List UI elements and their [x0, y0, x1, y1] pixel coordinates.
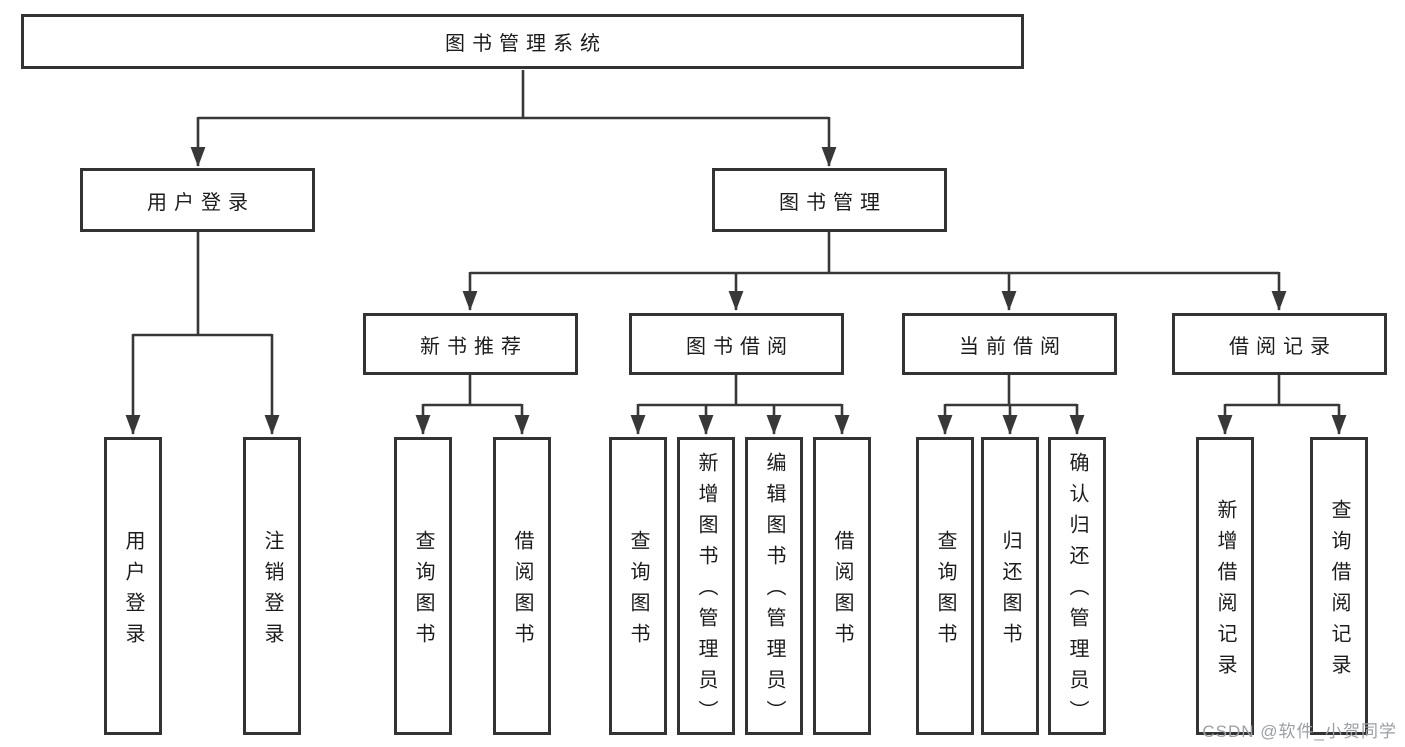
leaf-query-books-current: 查询图书	[916, 437, 974, 735]
node-book-borrow: 图书借阅	[629, 313, 844, 375]
node-root: 图书管理系统	[21, 14, 1024, 69]
leaf-label: 确认归还（管理员）	[1066, 452, 1088, 731]
leaf-user-login: 用户登录	[104, 437, 162, 735]
node-label: 借阅记录	[1229, 335, 1337, 358]
leaf-label: 用户登录	[122, 529, 144, 654]
node-new-book-recommend: 新书推荐	[363, 313, 578, 375]
leaf-label: 查询图书	[934, 529, 956, 654]
leaf-borrow-books-recommend: 借阅图书	[493, 437, 551, 735]
node-label: 图书管理系统	[445, 33, 607, 55]
node-label: 图书管理	[779, 191, 887, 214]
leaf-label: 查询借阅记录	[1328, 498, 1350, 685]
leaf-label: 注销登录	[261, 529, 283, 654]
csdn-watermark: CSDN @软件_小贺同学	[1202, 722, 1397, 741]
leaf-add-book-admin: 新增图书（管理员）	[677, 437, 735, 735]
leaf-label: 查询图书	[627, 529, 649, 654]
leaf-label: 新增图书（管理员）	[695, 452, 717, 731]
node-label: 用户登录	[147, 191, 255, 214]
leaf-label: 编辑图书（管理员）	[763, 452, 785, 731]
node-label: 图书借阅	[686, 335, 794, 358]
leaf-query-books-borrow: 查询图书	[609, 437, 667, 735]
leaf-edit-book-admin: 编辑图书（管理员）	[745, 437, 803, 735]
leaf-add-borrow-record: 新增借阅记录	[1196, 437, 1254, 735]
leaf-label: 归还图书	[999, 529, 1021, 654]
leaf-logout: 注销登录	[243, 437, 301, 735]
node-label: 当前借阅	[959, 335, 1067, 358]
node-borrow-records: 借阅记录	[1172, 313, 1387, 375]
leaf-label: 借阅图书	[831, 529, 853, 654]
node-user-login: 用户登录	[80, 168, 315, 232]
leaf-label: 查询图书	[412, 529, 434, 654]
leaf-query-borrow-record: 查询借阅记录	[1310, 437, 1368, 735]
node-label: 新书推荐	[420, 335, 528, 358]
leaf-confirm-return-admin: 确认归还（管理员）	[1048, 437, 1106, 735]
leaf-label: 新增借阅记录	[1214, 498, 1236, 685]
leaf-label: 借阅图书	[511, 529, 533, 654]
node-current-borrow: 当前借阅	[902, 313, 1117, 375]
leaf-query-books-recommend: 查询图书	[394, 437, 452, 735]
leaf-return-books: 归还图书	[981, 437, 1039, 735]
node-book-management: 图书管理	[712, 168, 947, 232]
leaf-borrow-books: 借阅图书	[813, 437, 871, 735]
